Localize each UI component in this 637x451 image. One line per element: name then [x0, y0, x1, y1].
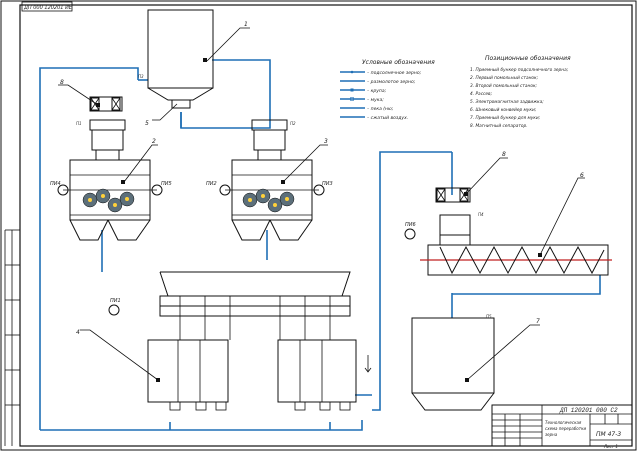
stamp-code: ДП 120201 000 С2: [559, 407, 618, 414]
callout-6: 6: [580, 172, 584, 179]
callout-8-left: 8: [60, 79, 64, 86]
tag-p1: П1: [76, 121, 82, 126]
callout-7: 7: [536, 318, 540, 325]
drawing-frame: [19, 4, 633, 447]
callout-5: 5: [145, 120, 149, 127]
first-mill: [63, 119, 157, 241]
position-item-2: 2. Первый помольный станок;: [470, 75, 539, 81]
instrument-pi2: ПИ2: [206, 181, 217, 187]
instruments: [57, 184, 416, 316]
callout-8-right: 8: [502, 151, 506, 158]
legend-item-3: – крупа;: [367, 89, 387, 94]
stamp-footer: Лист 1: [603, 444, 618, 449]
callout-2: 2: [152, 138, 156, 145]
legend-symbols: [340, 70, 365, 118]
stamp-desc-3: зерна: [545, 432, 558, 437]
position-item-3: 3. Второй помольный станок;: [470, 83, 538, 89]
tag-p3: П3: [138, 74, 144, 79]
callout-3: 3: [324, 138, 328, 145]
pipelines: [39, 59, 601, 431]
position-item-8: 8. Магнитный сепаратор.: [470, 123, 528, 129]
legend-item-5: – пека (ню;: [367, 106, 394, 112]
legend-item-1: – подсолнечное зерно;: [367, 71, 422, 76]
position-item-5: 5. Электромагнитная задвижка;: [470, 99, 544, 105]
callout-leaders: [58, 27, 585, 381]
callout-1: 1: [244, 21, 248, 28]
position-item-7: 7. Приемный бункер для муки;: [470, 115, 541, 121]
tag-p5: П5: [486, 314, 492, 319]
title-block: [491, 404, 633, 447]
instrument-pi6: ПИ6: [405, 222, 416, 228]
sifter: [147, 271, 372, 411]
position-item-6: 6. Шнековый конвейер муки;: [470, 107, 537, 113]
corner-code-box: [21, 1, 73, 12]
legend-item-6: – сжатый воздух.: [367, 115, 408, 121]
instrument-pi1: ПИ1: [110, 298, 121, 304]
callout-4: 4: [76, 329, 80, 336]
receiving-hopper: [147, 9, 214, 109]
magnetic-separator-right: [435, 187, 471, 203]
tag-p2: П2: [290, 121, 296, 126]
tag-p4: П4: [478, 212, 484, 217]
stamp-desc-2: схема переработки: [545, 426, 586, 431]
instrument-pi5: ПИ5: [161, 181, 172, 187]
stamp-sheet: ПМ 47-3: [596, 431, 621, 438]
stamp-desc-1: Технологическая: [545, 420, 582, 425]
corner-code: ДП 000 120201 ИЕ: [23, 5, 73, 11]
legend-item-2: – размолотое зерно;: [367, 80, 416, 85]
instrument-pi4: ПИ4: [50, 181, 61, 187]
second-mill: [225, 119, 319, 241]
position-item-4: 4. Рассев;: [470, 91, 493, 97]
positions-title: Позиционные обозначения: [485, 55, 571, 62]
legend-title: Условные обозначения: [362, 59, 435, 66]
legend-item-4: – мука;: [367, 98, 384, 103]
binding-strip: [4, 229, 20, 446]
position-item-1: 1. Приемный бункер подсолнечного зерна;: [470, 67, 569, 73]
instrument-pi3: ПИ3: [322, 181, 333, 187]
